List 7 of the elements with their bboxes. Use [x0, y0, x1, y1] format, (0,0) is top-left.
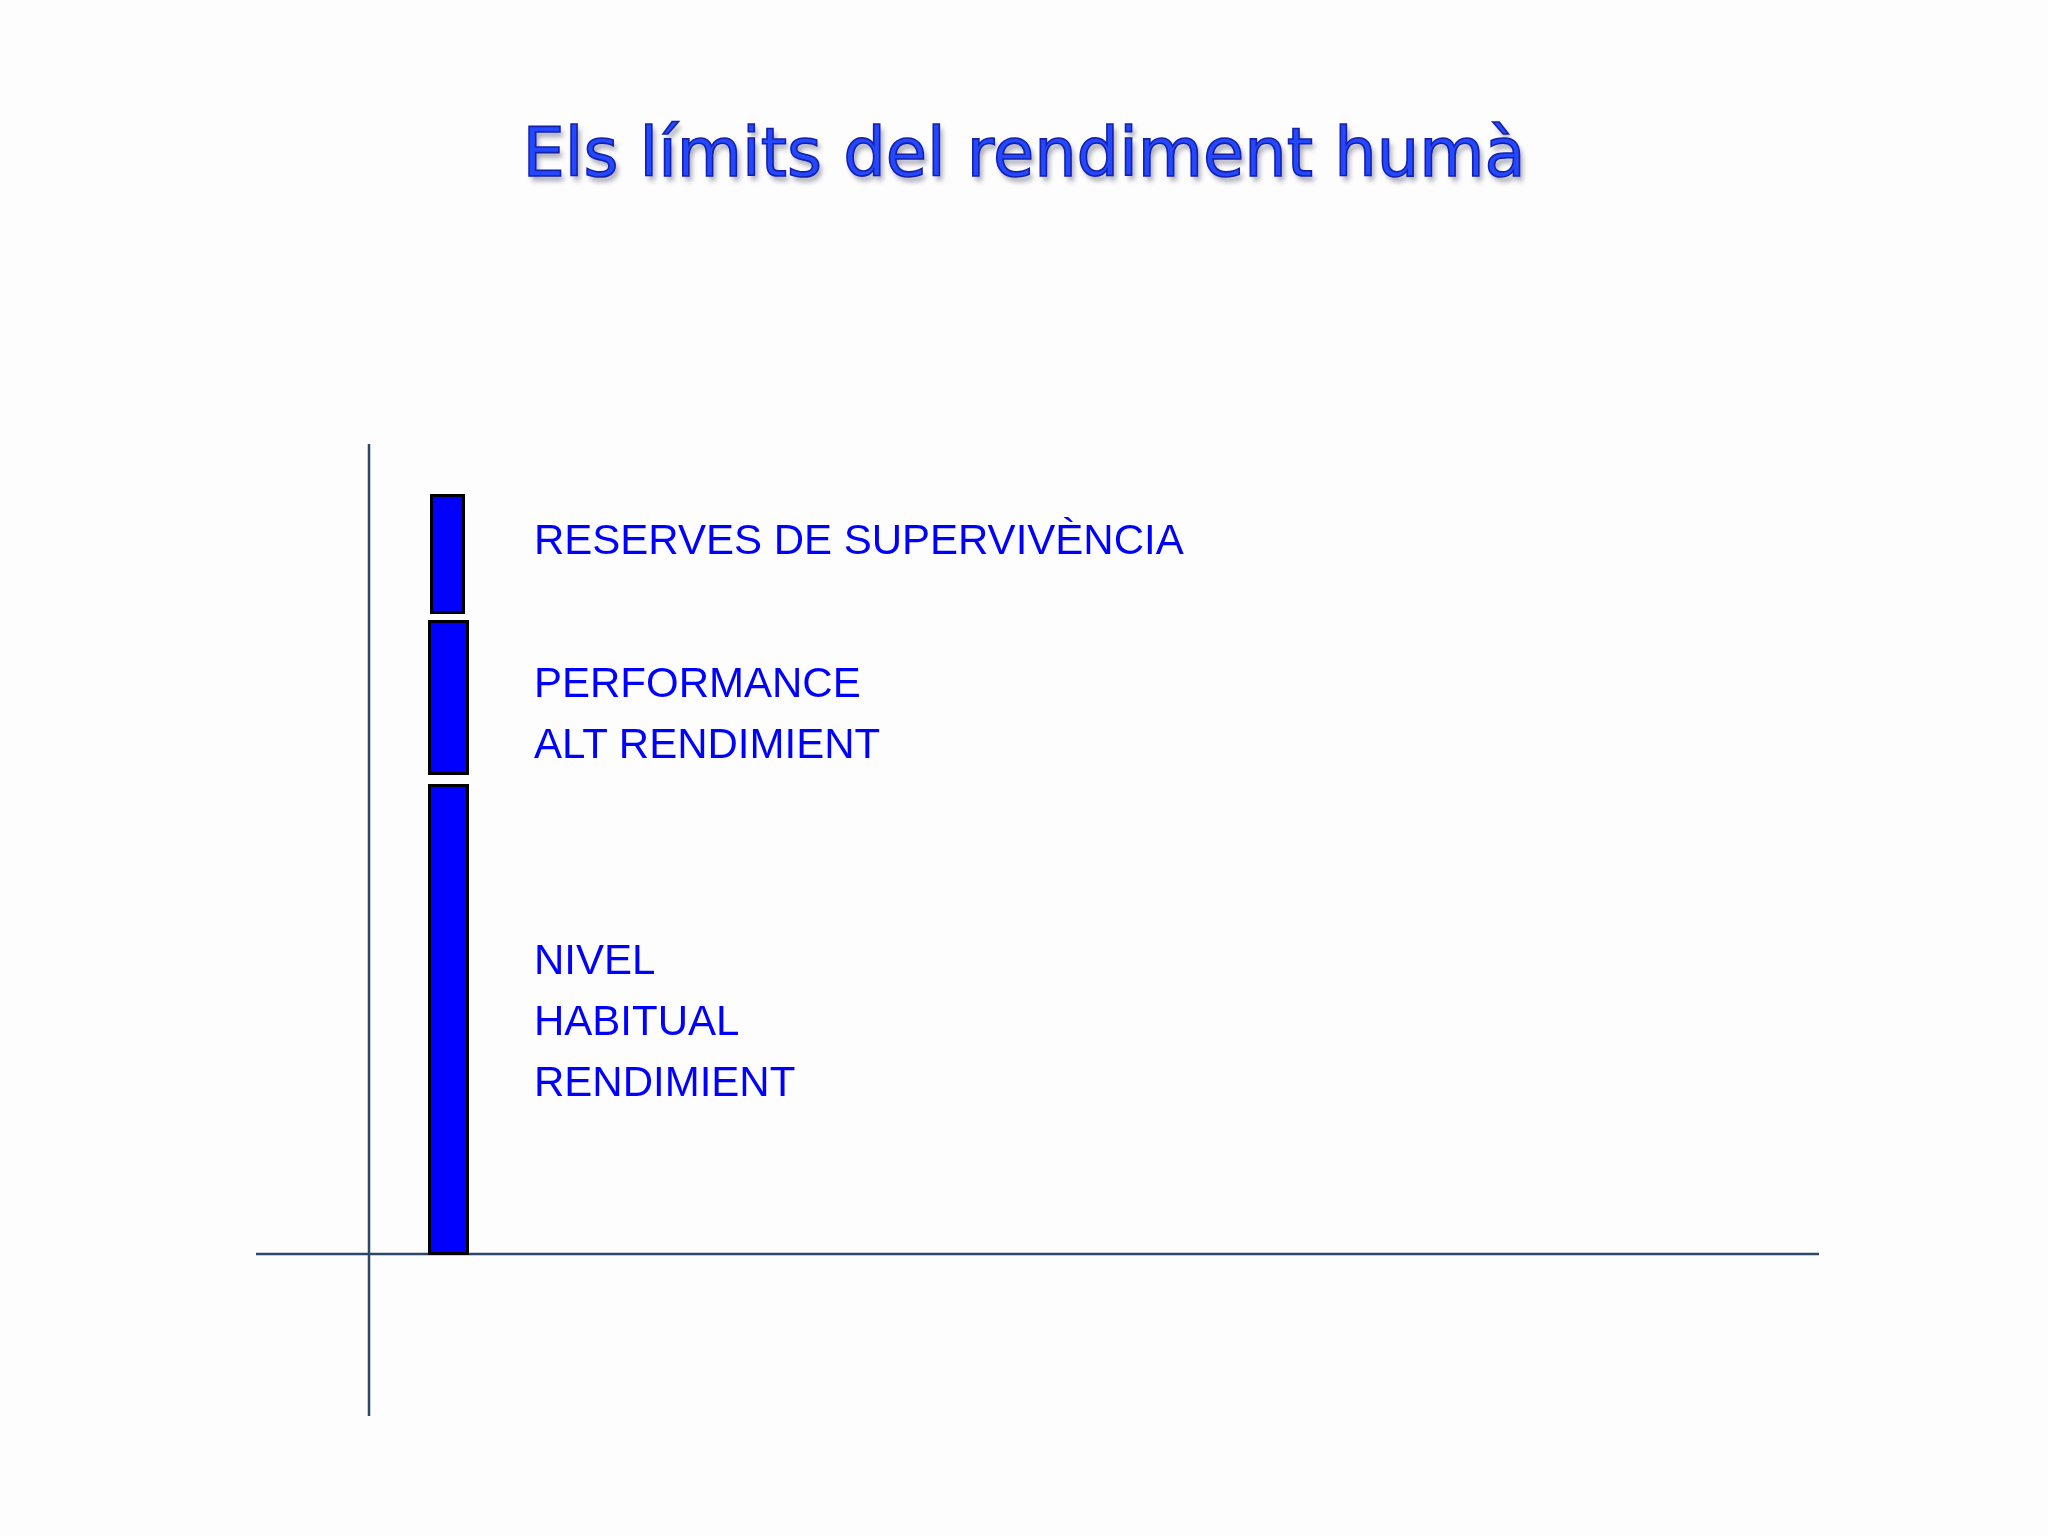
bar-label: NIVEL HABITUAL RENDIMIENT — [534, 935, 797, 1107]
bar-label: RESERVES DE SUPERVIVÈNCIA — [534, 515, 1185, 565]
level-bar — [430, 494, 465, 614]
title: Els límits del rendiment humà — [522, 113, 1526, 194]
bar-label: PERFORMANCE ALT RENDIMIENT — [534, 658, 882, 769]
level-bar — [428, 620, 469, 775]
level-bar — [428, 784, 469, 1255]
